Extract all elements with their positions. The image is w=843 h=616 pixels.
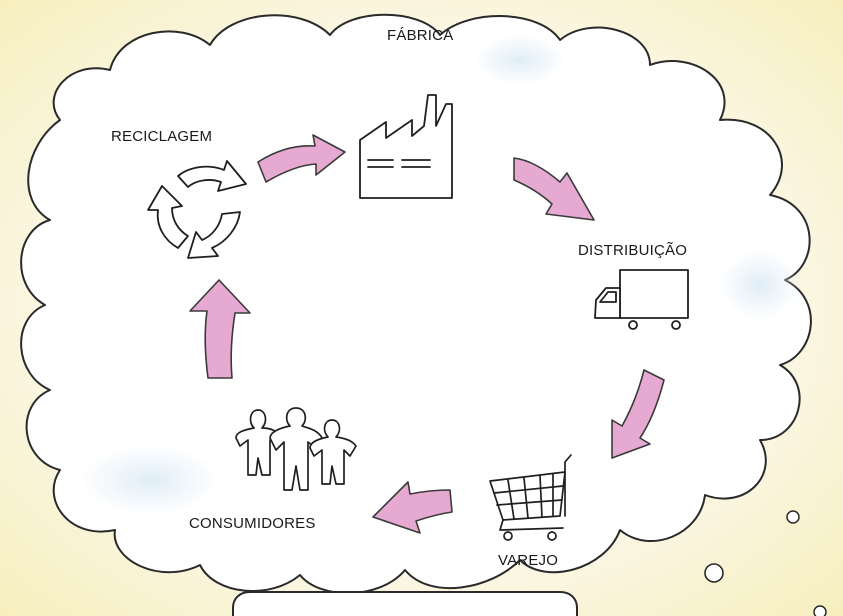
arrow-distribuicao-to-varejo <box>611 369 665 459</box>
recycle-icon <box>147 160 247 259</box>
blue-patch <box>475 35 565 85</box>
blue-patch <box>720 250 800 320</box>
factory-icon <box>359 94 453 199</box>
people-icon <box>235 407 357 491</box>
thought-bubble-edge <box>813 605 827 616</box>
thought-bubble-small <box>704 563 724 583</box>
blue-patch <box>80 445 220 515</box>
stage-label-distribuicao: DISTRIBUIÇÃO <box>578 242 688 259</box>
arrow-varejo-to-consumidores <box>372 481 453 534</box>
thought-bubble-tiny <box>786 510 800 524</box>
arrow-reciclagem-to-fabrica <box>257 134 346 183</box>
stage-label-consumidores: CONSUMIDORES <box>189 515 316 532</box>
shopping-cart-icon <box>489 454 572 541</box>
truck-icon <box>594 269 689 330</box>
arrow-fabrica-to-distribuicao <box>513 157 595 221</box>
stage-label-varejo: VAREJO <box>498 552 559 569</box>
stage-label-fabrica: FÁBRICA <box>387 27 454 44</box>
caption-box-top-edge <box>232 591 578 616</box>
arrow-consumidores-to-reciclagem <box>189 279 251 379</box>
stage-label-reciclagem: RECICLAGEM <box>111 128 213 145</box>
